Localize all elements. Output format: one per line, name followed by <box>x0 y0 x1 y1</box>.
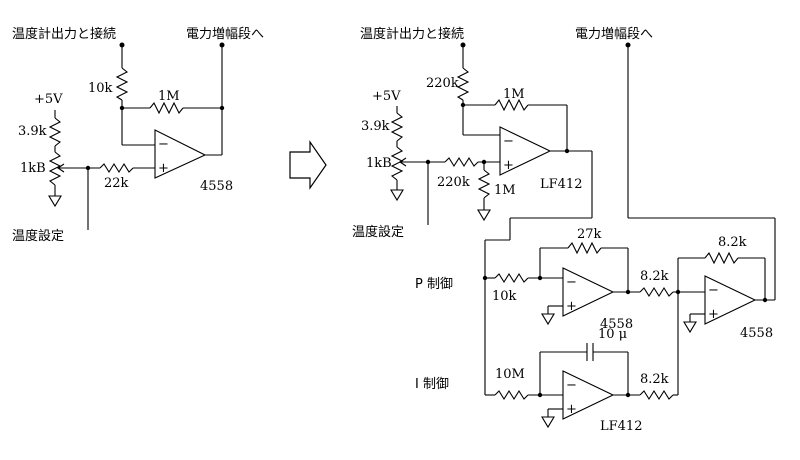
left-label-power-amp: 電力増幅段へ <box>186 27 264 42</box>
right-ground-icon <box>477 209 491 222</box>
right-circuit: 温度計出力と接続 電力増幅段へ 220k 1M − + LF412 +5V 3.… <box>352 26 776 434</box>
right-opamp-p-minus: − <box>566 275 577 290</box>
right-label-sum-opamp: 4558 <box>740 326 773 341</box>
left-label-temp-output: 温度計出力と接続 <box>12 26 116 42</box>
right-junction <box>564 148 570 154</box>
left-label-opamp: 4558 <box>200 179 233 194</box>
right-label-p-control: P 制御 <box>415 277 453 292</box>
right-ground-icon <box>390 189 404 202</box>
left-opamp-minus: − <box>158 137 169 152</box>
left-resistor-3.9k <box>48 117 62 147</box>
right-label-temp-set: 温度設定 <box>352 224 404 240</box>
right-resistor-p-10k <box>494 272 529 284</box>
left-resistor-22k <box>99 162 134 174</box>
right-resistor-1m-fb <box>494 98 529 112</box>
left-resistor-10k <box>115 67 129 101</box>
right-opamp-p <box>562 267 615 317</box>
left-label-1m: 1M <box>158 89 180 104</box>
right-opamp-sum <box>704 275 757 325</box>
right-resistor-3.9k <box>390 112 404 142</box>
left-terminal-power <box>219 42 225 48</box>
right-ground-icon <box>541 416 555 429</box>
right-junction <box>762 297 768 303</box>
right-resistor-i-out <box>639 389 674 401</box>
right-label-power-amp: 電力増幅段へ <box>575 27 653 42</box>
right-label-3.9k: 3.9k <box>361 119 390 134</box>
left-label-10k: 10k <box>88 81 113 96</box>
right-resistor-220k-top <box>456 67 470 101</box>
right-junction <box>625 289 631 295</box>
left-terminal-temp <box>119 42 125 48</box>
right-opamp-main <box>499 126 552 176</box>
left-label-3.9k: 3.9k <box>18 124 47 139</box>
right-label-sum-fb: 8.2k <box>718 235 747 250</box>
left-opamp-plus: + <box>158 161 169 176</box>
left-resistor-1m <box>149 101 184 115</box>
transform-arrow-icon <box>289 140 327 190</box>
right-opamp-i <box>562 370 615 420</box>
right-resistor-p-out <box>639 286 674 298</box>
right-label-1m-gnd: 1M <box>494 183 516 198</box>
right-label-i-cap: 10 μ <box>598 327 627 342</box>
right-label-i-control: I 制御 <box>415 377 449 392</box>
left-wiper-arrow <box>57 163 65 173</box>
right-label-i-10m: 10M <box>495 367 525 382</box>
right-ground-icon <box>541 313 555 326</box>
right-label-temp-output: 温度計出力と接続 <box>360 26 464 42</box>
right-label-220k-in: 220k <box>437 175 470 190</box>
right-resistor-1m-gnd <box>477 169 491 199</box>
left-label-22k: 22k <box>104 176 129 191</box>
right-label-p-27k: 27k <box>577 227 602 242</box>
right-label-p-out: 8.2k <box>640 269 669 284</box>
left-opamp <box>154 129 207 179</box>
right-label-pot: 1kB <box>366 156 392 171</box>
left-label-temp-set: 温度設定 <box>12 228 64 244</box>
right-label-i-out: 8.2k <box>640 372 669 387</box>
right-junction <box>625 392 631 398</box>
right-opamp-i-plus: + <box>566 402 577 417</box>
right-opamp-sum-minus: − <box>708 283 719 298</box>
right-label-vcc: +5V <box>372 89 401 104</box>
left-ground-icon <box>48 195 62 208</box>
left-potentiometer <box>48 151 62 186</box>
left-label-vcc: +5V <box>34 92 63 107</box>
right-label-p-opamp: 4558 <box>600 317 633 332</box>
right-resistor-i-10m <box>494 389 529 401</box>
right-label-p-10k: 10k <box>492 289 517 304</box>
right-opamp-sum-plus: + <box>708 307 719 322</box>
right-opamp-i-minus: − <box>566 378 577 393</box>
right-label-opamp-main: LF412 <box>540 177 582 192</box>
left-label-pot: 1kB <box>20 161 46 176</box>
right-wiper-arrow <box>399 157 407 167</box>
right-label-220k-top: 220k <box>426 76 459 91</box>
right-opamp-main-plus: + <box>503 158 514 173</box>
right-label-i-opamp: LF412 <box>600 419 642 434</box>
right-label-1m-fb: 1M <box>503 87 525 102</box>
right-opamp-p-plus: + <box>566 299 577 314</box>
right-resistor-sum-fb <box>704 251 739 265</box>
right-opamp-main-minus: − <box>503 134 514 149</box>
left-circuit: 温度計出力と接続 電力増幅段へ 10k 1M − + 4558 +5V 3.9k… <box>12 26 264 244</box>
right-ground-icon <box>683 321 697 334</box>
right-potentiometer <box>390 146 404 181</box>
right-resistor-p-27k <box>567 241 602 255</box>
right-resistor-220k-in <box>444 156 479 168</box>
